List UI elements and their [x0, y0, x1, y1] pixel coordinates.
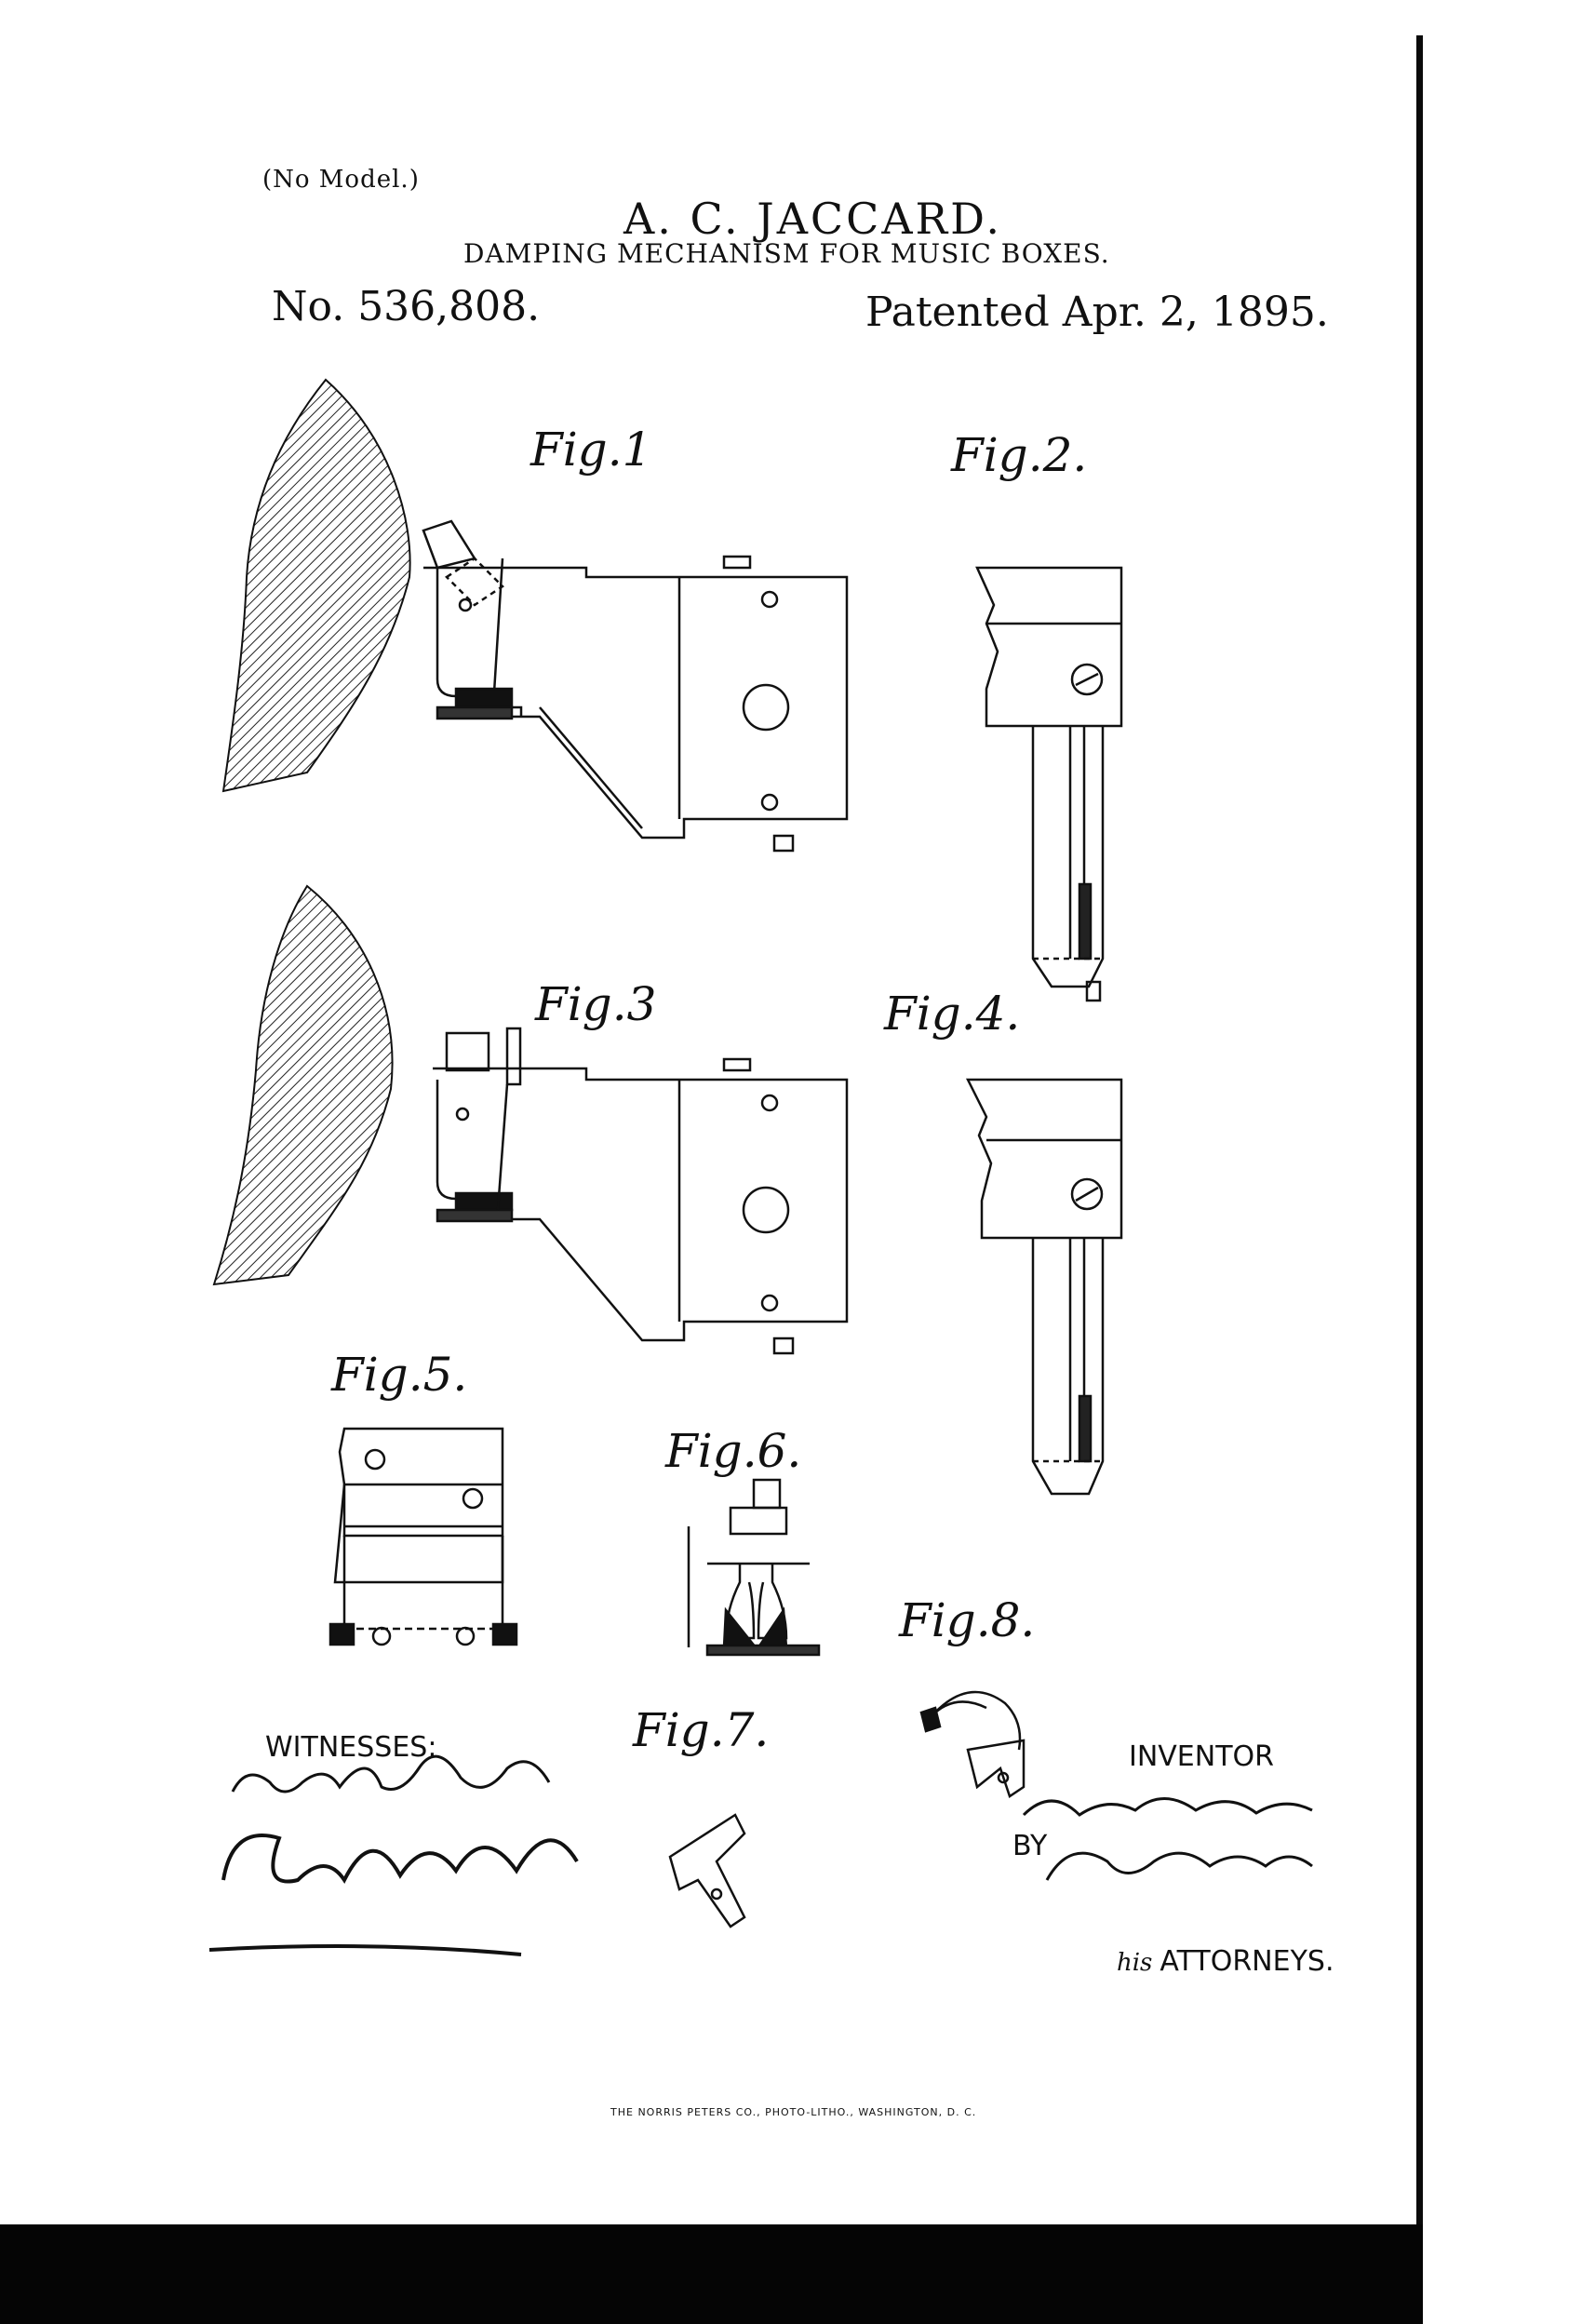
attorneys-label: ATTORNEYS. [1160, 1945, 1334, 1978]
no-model-label: (No Model.) [262, 166, 420, 194]
patent-title: DAMPING MECHANISM FOR MUSIC BOXES. [463, 238, 1110, 269]
witness-signature-underline [208, 1944, 522, 1956]
fig7-damper [668, 1813, 746, 1928]
fig8-spring [919, 1690, 1026, 1798]
fig1-cylinder-section [221, 378, 411, 793]
patent-date: Patented Apr. 2, 1895. [865, 289, 1329, 336]
scan-edge-bottom [0, 2224, 1423, 2324]
his-label: his [1117, 1949, 1153, 1977]
printer-credit: THE NORRIS PETERS CO., PHOTO-LITHO., WAS… [610, 2106, 977, 2118]
witness-signature-2 [221, 1834, 579, 1884]
fig3-bracket [433, 1027, 849, 1355]
fig8-label: Fig.8. [899, 1593, 1036, 1647]
fig7-label: Fig.7. [633, 1703, 770, 1757]
inventor-signature [1022, 1797, 1313, 1817]
witness-signature-1 [231, 1754, 551, 1793]
fig4-label: Fig.4. [884, 987, 1021, 1041]
fig1-bracket [422, 519, 849, 853]
fig6-end-view [687, 1478, 821, 1657]
by-label: BY [1012, 1830, 1048, 1862]
witnesses-label: WITNESSES: [265, 1731, 437, 1764]
fig4-side-view [965, 1078, 1123, 1496]
inventor-name-title: A. C. JACCARD. [623, 194, 1003, 244]
attorney-signature [1045, 1851, 1313, 1881]
fig5-plan-view [328, 1427, 518, 1646]
fig1-label: Fig.1 [530, 423, 652, 477]
fig3-label: Fig.3 [535, 977, 657, 1031]
scan-edge-right [1416, 35, 1423, 2324]
fig6-label: Fig.6. [665, 1424, 802, 1478]
fig5-label: Fig.5. [331, 1348, 468, 1402]
patent-number: No. 536,808. [272, 283, 541, 330]
fig3-cylinder-section [212, 884, 394, 1286]
fig2-side-view [975, 566, 1123, 1002]
fig2-label: Fig.2. [951, 428, 1088, 482]
inventor-label: INVENTOR [1129, 1740, 1274, 1773]
